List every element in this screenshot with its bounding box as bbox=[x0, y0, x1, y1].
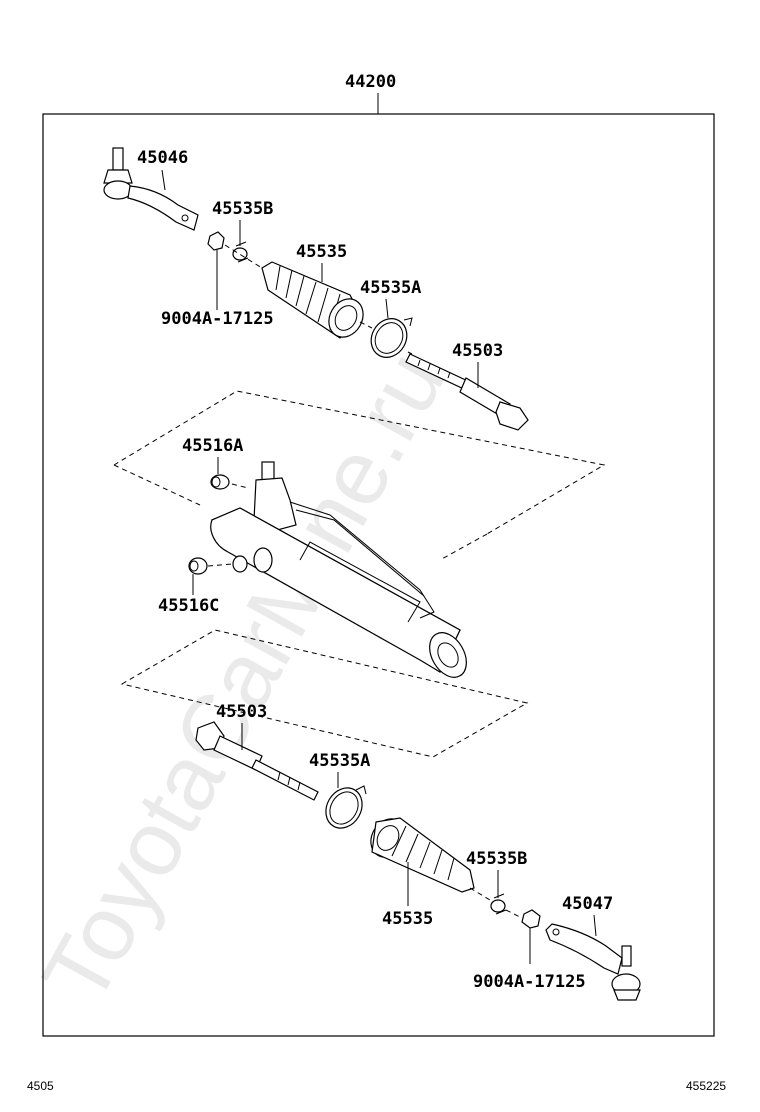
steering-gear-housing bbox=[210, 461, 467, 678]
nut-lower bbox=[521, 909, 541, 929]
rack-end-lower bbox=[195, 721, 319, 801]
label-clamp-lower: 45535A bbox=[309, 751, 370, 771]
label-nut-lower: 9004A-17125 bbox=[473, 972, 586, 992]
bushing-c bbox=[188, 557, 208, 575]
clamp-lower bbox=[325, 785, 367, 829]
bushing-a bbox=[210, 474, 230, 490]
axis-line-lower bbox=[469, 887, 523, 919]
label-boot-upper: 45535 bbox=[296, 242, 347, 262]
label-rack-end-lower: 45503 bbox=[216, 702, 267, 722]
boot-upper bbox=[261, 261, 364, 339]
clamp-upper bbox=[370, 317, 413, 358]
footer-right-code: 455225 bbox=[686, 1079, 726, 1093]
footer-left-code: 4505 bbox=[27, 1079, 54, 1093]
tie-rod-end-left bbox=[103, 147, 199, 231]
nut-upper bbox=[207, 231, 225, 251]
leader-tie-rod-end-left bbox=[161, 169, 166, 191]
dashed-box-lower bbox=[120, 629, 529, 758]
boot-lower bbox=[370, 817, 475, 893]
label-nut-upper: 9004A-17125 bbox=[161, 309, 274, 329]
leader-clamp-upper bbox=[385, 298, 389, 319]
label-clip-upper: 45535B bbox=[212, 199, 273, 219]
label-clip-lower: 45535B bbox=[466, 849, 527, 869]
tie-rod-end-right bbox=[545, 923, 641, 1001]
assembly-frame bbox=[42, 113, 715, 1037]
rack-end-upper bbox=[405, 353, 529, 431]
dashed-box-upper-sides bbox=[113, 464, 488, 561]
axis-bushing-c bbox=[207, 563, 233, 567]
assembly-number-label: 44200 bbox=[345, 72, 396, 92]
leader-tie-rod-end-right bbox=[593, 914, 597, 937]
axis-line-upper bbox=[224, 244, 413, 355]
label-tie-rod-end-left: 45046 bbox=[137, 148, 188, 168]
label-boot-lower: 45535 bbox=[382, 909, 433, 929]
label-rack-end-upper: 45503 bbox=[452, 341, 503, 361]
label-bushing-c: 45516C bbox=[158, 596, 219, 616]
label-tie-rod-end-right: 45047 bbox=[562, 894, 613, 914]
clip-lower bbox=[490, 893, 507, 915]
label-bushing-a: 45516A bbox=[182, 436, 243, 456]
axis-bushing-a bbox=[231, 483, 249, 489]
dashed-box-upper bbox=[113, 390, 606, 535]
label-clamp-upper: 45535A bbox=[360, 278, 421, 298]
